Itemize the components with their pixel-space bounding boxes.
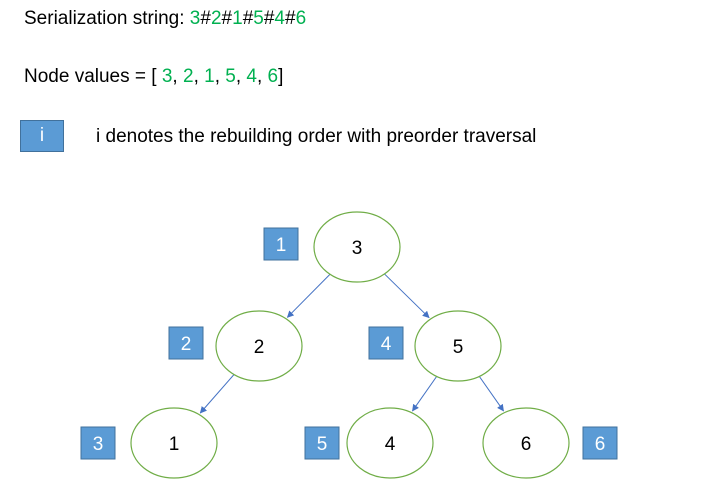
order-box-5 (304, 426, 340, 460)
tree-node-value-label: 4 (385, 434, 396, 455)
tree-edge-n2-n1 (199, 374, 235, 414)
node-value: 1 (204, 66, 215, 87)
tree-node-value-label: 2 (254, 337, 265, 358)
tree-node-5 (414, 310, 502, 382)
tree-edges (199, 273, 504, 414)
node-value: 3 (161, 66, 173, 87)
node-value: 4 (246, 66, 257, 87)
order-box-1 (263, 227, 299, 261)
tree-edge-n5-n4 (412, 376, 438, 412)
tree-node-6 (482, 407, 570, 479)
serialization-separator-token: # (242, 8, 254, 29)
node-values-separator: , (256, 66, 268, 87)
node-values-list: 3, 2, 1, 5, 4, 6 (162, 66, 278, 87)
legend-description: i denotes the rebuilding order with preo… (96, 126, 537, 147)
node-values-label: Node values = [ (24, 66, 162, 87)
node-values-separator: , (193, 66, 205, 87)
tree-edge-n3-n2 (286, 273, 331, 318)
node-values-separator: , (214, 66, 226, 87)
tree-nodes: 3 1 2 2 1 3 5 4 4 5 6 6 (80, 211, 618, 479)
node-value: 5 (225, 66, 236, 87)
tree-node-value-label: 5 (453, 337, 464, 358)
node-value: 2 (182, 66, 194, 87)
serialization-value-token: 5 (253, 8, 264, 29)
node-values-close: ] (278, 66, 284, 87)
serialization-value-token: 6 (295, 8, 307, 29)
tree-node-value-label: 3 (352, 238, 363, 259)
tree-node-value-label: 6 (521, 434, 532, 455)
tree-node-4 (346, 407, 434, 479)
tree-node-1 (130, 407, 218, 479)
serialization-separator-token: # (221, 8, 233, 29)
serialization-separator-token: # (263, 8, 275, 29)
serialization-value-token: 1 (232, 8, 243, 29)
serialization-separator-token: # (285, 8, 296, 29)
order-box-label: 5 (317, 434, 328, 455)
serialization-label: Serialization string: (24, 8, 190, 29)
tree-edge-n3-n5 (384, 273, 430, 319)
node-value: 6 (267, 66, 279, 87)
node-values-line: Node values = [ 3, 2, 1, 5, 4, 6] (24, 66, 283, 88)
node-values-separator: , (235, 66, 247, 87)
order-box-label: 6 (595, 434, 606, 455)
order-box-label: 2 (181, 334, 192, 355)
serialization-value-token: 3 (189, 8, 201, 29)
serialization-value-token: 2 (210, 8, 222, 29)
node-values-separator: , (172, 66, 183, 87)
serialization-separator-token: # (200, 8, 211, 29)
order-box-label: 3 (93, 434, 104, 455)
order-box-label: 4 (381, 334, 392, 355)
tree-node-2 (215, 310, 303, 382)
order-box-6 (582, 426, 618, 460)
tree-edge-n5-n6 (478, 376, 504, 412)
order-box-label: 1 (276, 235, 287, 256)
tree-node-3 (313, 211, 401, 283)
order-box-2 (168, 326, 204, 360)
serialization-tokens: 3#2#1#5#4#6 (190, 8, 306, 29)
legend-order-box: i (20, 120, 64, 152)
tree-node-value-label: 1 (169, 434, 180, 455)
serialization-value-token: 4 (274, 8, 285, 29)
order-box-4 (368, 326, 404, 360)
order-box-3 (80, 426, 116, 460)
serialization-string-line: Serialization string: 3#2#1#5#4#6 (24, 8, 306, 30)
